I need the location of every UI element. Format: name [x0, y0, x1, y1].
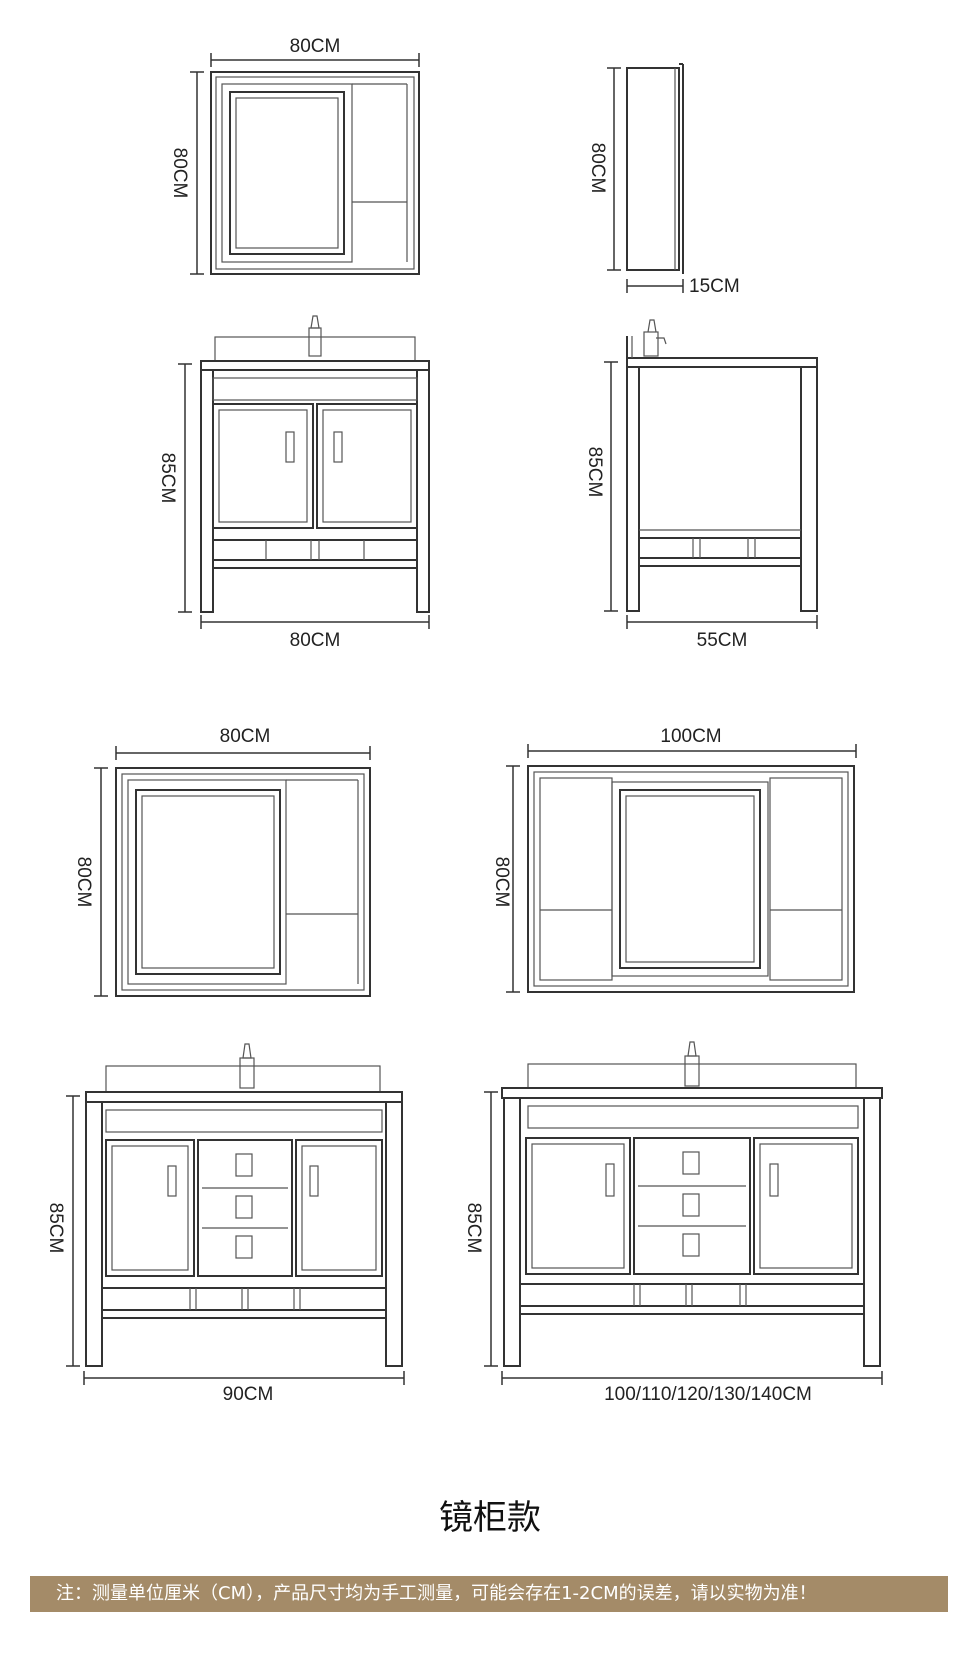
mirror-side-depth-label: 15CM	[689, 276, 740, 297]
vanity-front-small	[200, 315, 430, 613]
vanity-front-mid	[85, 1043, 403, 1367]
dimension-line	[484, 1091, 883, 1385]
vanity-side	[626, 319, 818, 612]
vanity-mid-width-label: 90CM	[223, 1384, 274, 1405]
mirror-large-height-label: 80CM	[491, 857, 512, 908]
mirror-cabinet-front-small	[210, 71, 420, 275]
vanity-mid-height-label: 85CM	[45, 1203, 66, 1254]
vanity-small-width-label: 80CM	[290, 630, 341, 651]
mirror-large-width-label: 100CM	[660, 726, 721, 747]
dimension-line	[506, 744, 857, 993]
dimension-line	[607, 67, 684, 293]
vanity-large-height-label: 85CM	[463, 1203, 484, 1254]
vanity-side-depth-label: 55CM	[697, 630, 748, 651]
mirror-cabinet-side	[626, 63, 684, 274]
dimension-line	[178, 363, 430, 629]
vanity-large-width-label: 100/110/120/130/140CM	[604, 1384, 812, 1405]
mirror-small-height-label: 80CM	[169, 148, 190, 199]
dimension-line	[604, 361, 818, 629]
dimension-line	[66, 1095, 405, 1385]
footnote-bar: 注：测量单位厘米（CM），产品尺寸均为手工测量，可能会存在1-2CM的误差，请以…	[30, 1576, 948, 1612]
caption-title: 镜柜款	[439, 1498, 541, 1538]
vanity-small-height-label: 85CM	[157, 453, 178, 504]
vanity-side-height-label: 85CM	[584, 447, 605, 498]
mirror-mid-height-label: 80CM	[73, 857, 94, 908]
mirror-small-width-label: 80CM	[290, 36, 341, 57]
dimension-line	[190, 53, 420, 275]
dimension-line	[94, 746, 371, 997]
mirror-side-height-label: 80CM	[587, 143, 608, 194]
mirror-mid-width-label: 80CM	[220, 726, 271, 747]
mirror-cabinet-front-large	[527, 765, 855, 993]
vanity-front-large	[501, 1041, 883, 1367]
mirror-cabinet-front-mid	[115, 767, 371, 997]
